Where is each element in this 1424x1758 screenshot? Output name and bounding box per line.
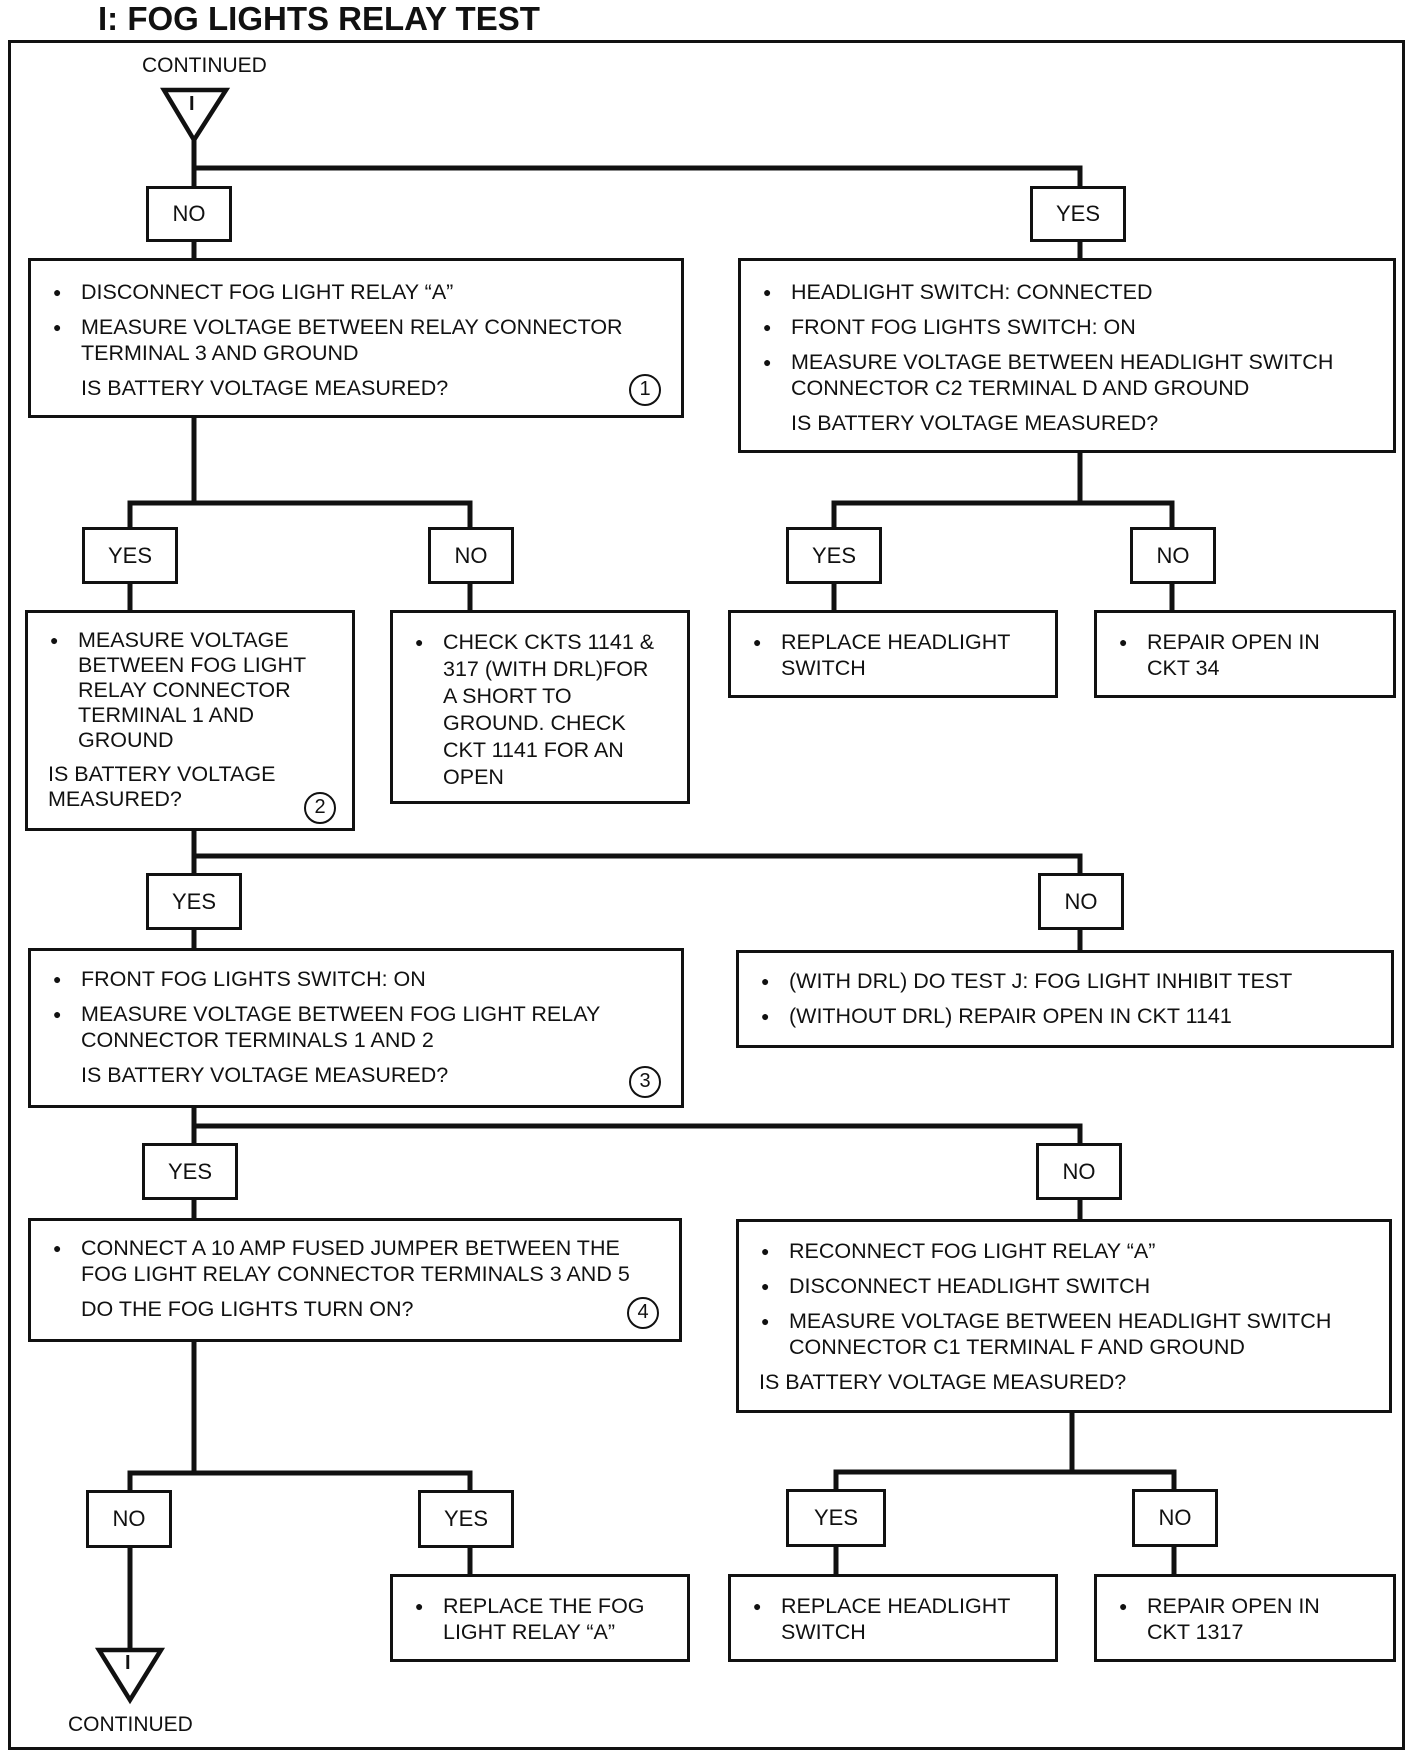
label-yes: YES [418,1490,514,1548]
replace-headlight-item: REPLACE HEADLIGHT SWITCH [731,1593,1055,1645]
repair-ckt34-box: REPAIR OPEN IN CKT 34 [1094,610,1396,698]
step-number-badge: 1 [629,374,661,406]
step1-question: IS BATTERY VOLTAGE MEASURED? [81,376,449,400]
step4-box: CONNECT A 10 AMP FUSED JUMPER BETWEEN TH… [28,1218,682,1342]
step-number-badge: 2 [304,792,336,824]
step1-box: DISCONNECT FOG LIGHT RELAY “A” MEASURE V… [28,258,684,418]
label-yes: YES [786,1489,886,1547]
drl-item: (WITH DRL) DO TEST J: FOG LIGHT INHIBIT … [739,968,1391,994]
label-no: NO [86,1490,172,1548]
continued-bottom-label: CONTINUED [68,1713,193,1736]
step3-item: FRONT FOG LIGHTS SWITCH: ON [31,966,681,992]
step2-box: MEASURE VOLTAGE BETWEEN FOG LIGHT RELAY … [25,610,355,831]
connector-letter-bottom: I [125,1652,131,1674]
headlight-check-question: IS BATTERY VOLTAGE MEASURED? [791,411,1159,435]
step4-question: DO THE FOG LIGHTS TURN ON? [81,1297,414,1321]
label-yes: YES [142,1143,238,1200]
step1-item: MEASURE VOLTAGE BETWEEN RELAY CONNECTOR … [31,314,681,366]
step-number-badge: 3 [629,1066,661,1098]
drl-item: (WITHOUT DRL) REPAIR OPEN IN CKT 1141 [739,1003,1391,1029]
step4-item: CONNECT A 10 AMP FUSED JUMPER BETWEEN TH… [31,1235,679,1287]
page-title: I: FOG LIGHTS RELAY TEST [98,0,540,37]
reconnect-item: MEASURE VOLTAGE BETWEEN HEADLIGHT SWITCH… [739,1308,1389,1360]
continued-top-label: CONTINUED [142,54,267,77]
continued-triangle-top [160,87,231,145]
check-ckts-item: CHECK CKTS 1141 & 317 (WITH DRL)FOR A SH… [393,629,687,791]
diagram-frame [8,40,1405,1750]
step3-item: MEASURE VOLTAGE BETWEEN FOG LIGHT RELAY … [31,1001,681,1053]
label-no: NO [1036,1143,1122,1200]
replace-headlight-item: REPLACE HEADLIGHT SWITCH [731,629,1055,681]
reconnect-item: DISCONNECT HEADLIGHT SWITCH [739,1273,1389,1299]
headlight-check-box: HEADLIGHT SWITCH: CONNECTED FRONT FOG LI… [738,258,1396,453]
connector-letter-top: I [189,93,195,115]
repair-ckt34-item: REPAIR OPEN IN CKT 34 [1097,629,1393,681]
repair-ckt1317-box: REPAIR OPEN IN CKT 1317 [1094,1574,1396,1662]
step-number-badge: 4 [627,1297,659,1329]
reconnect-box: RECONNECT FOG LIGHT RELAY “A” DISCONNECT… [736,1219,1392,1413]
replace-relay-item: REPLACE THE FOG LIGHT RELAY “A” [393,1593,687,1645]
continued-triangle-bottom [94,1647,166,1705]
label-yes: YES [786,527,882,584]
repair-ckt1317-item: REPAIR OPEN IN CKT 1317 [1097,1593,1393,1645]
replace-headlight-box: REPLACE HEADLIGHT SWITCH [728,610,1058,698]
replace-relay-box: REPLACE THE FOG LIGHT RELAY “A” [390,1574,690,1662]
check-ckts-box: CHECK CKTS 1141 & 317 (WITH DRL)FOR A SH… [390,610,690,804]
step2-question: IS BATTERY VOLTAGE MEASURED? [48,762,276,811]
label-yes: YES [1030,186,1126,242]
label-no: NO [1038,873,1124,930]
label-no: NO [146,186,232,242]
step3-box: FRONT FOG LIGHTS SWITCH: ON MEASURE VOLT… [28,948,684,1108]
label-no: NO [1130,527,1216,584]
label-yes: YES [82,527,178,584]
headlight-check-item: HEADLIGHT SWITCH: CONNECTED [741,279,1393,305]
drl-box: (WITH DRL) DO TEST J: FOG LIGHT INHIBIT … [736,950,1394,1048]
label-yes: YES [146,873,242,930]
step2-item: MEASURE VOLTAGE BETWEEN FOG LIGHT RELAY … [28,628,352,753]
headlight-check-item: MEASURE VOLTAGE BETWEEN HEADLIGHT SWITCH… [741,349,1393,401]
step3-question: IS BATTERY VOLTAGE MEASURED? [81,1063,449,1087]
reconnect-item: RECONNECT FOG LIGHT RELAY “A” [739,1238,1389,1264]
step1-item: DISCONNECT FOG LIGHT RELAY “A” [31,279,681,305]
replace-headlight-box: REPLACE HEADLIGHT SWITCH [728,1574,1058,1662]
reconnect-question: IS BATTERY VOLTAGE MEASURED? [759,1370,1127,1394]
label-no: NO [428,527,514,584]
headlight-check-item: FRONT FOG LIGHTS SWITCH: ON [741,314,1393,340]
label-no: NO [1132,1489,1218,1547]
